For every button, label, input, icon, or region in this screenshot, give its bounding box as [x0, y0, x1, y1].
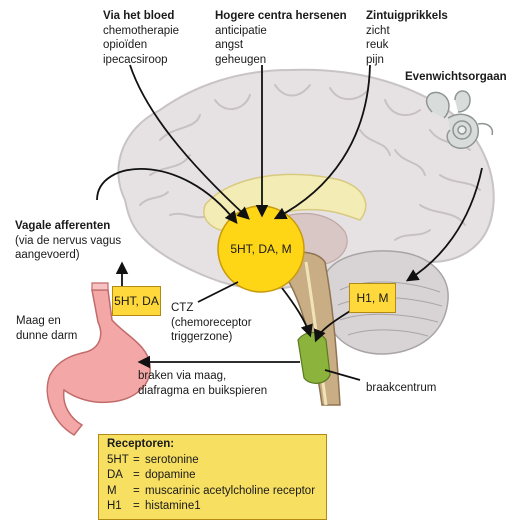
- label-heading: Evenwichtsorgaan: [405, 71, 507, 83]
- legend-row: DA=dopamine: [107, 468, 318, 484]
- label-ctz: CTZ (chemoreceptor triggerzone): [171, 301, 252, 345]
- label-heading: Via het bloed: [103, 10, 175, 22]
- label-line: aangevoerd): [15, 249, 80, 261]
- label-hogere-centra: Hogere centra hersenen anticipatie angst…: [215, 9, 347, 67]
- legend-row: M=muscarinic acetylcholine receptor: [107, 484, 318, 500]
- legend-key: M: [107, 484, 117, 497]
- label-line: pijn: [366, 53, 384, 66]
- ctz-receptors-text: 5HT, DA, M: [230, 242, 292, 256]
- label-line: (via de nervus vagus: [15, 234, 122, 247]
- esophagus-end: [91, 282, 109, 291]
- label-braakcentrum: braakcentrum: [366, 382, 437, 394]
- label-line: chemotherapie: [103, 24, 180, 37]
- vomiting-center: [297, 331, 331, 384]
- legend-row: H1=histamine1: [107, 499, 318, 515]
- label-line: CTZ: [171, 302, 194, 314]
- legend-value: dopamine: [145, 469, 196, 481]
- vestibular-organ-illustration: [425, 90, 494, 149]
- label-maag-darm: Maag en dunne darm: [16, 314, 77, 343]
- arrow-blood-to-ctz: [129, 64, 250, 220]
- label-line: triggerzone): [171, 331, 233, 343]
- legend-title: Receptoren:: [107, 438, 175, 450]
- label-zintuigprikkels: Zintuigprikkels zicht reuk pijn: [366, 9, 448, 67]
- label-line: dunne darm: [16, 329, 78, 342]
- legend-value: histamine1: [145, 500, 201, 512]
- label-line: (chemoreceptor: [171, 316, 252, 329]
- legend-value: serotonine: [145, 453, 199, 466]
- arrow-vagal-to-ctz: [96, 167, 238, 224]
- label-line: opioïden: [103, 39, 148, 51]
- vestibular-receptors-text: H1, M: [356, 291, 389, 305]
- vagal-receptor-box: 5HT, DA: [112, 286, 161, 316]
- label-heading: Vagale afferenten: [15, 220, 111, 232]
- legend-key: DA: [107, 469, 123, 481]
- legend-key: H1: [107, 500, 122, 512]
- arrow-vestibular-to-box: [405, 167, 483, 282]
- label-line: angst: [215, 39, 244, 51]
- legend-value: muscarinic acetylcholine receptor: [145, 484, 316, 497]
- cerebellum-folia: [337, 281, 443, 337]
- label-line: reuk: [366, 39, 389, 51]
- label-line: diafragma en buikspieren: [138, 384, 268, 397]
- label-line: ipecacsiroop: [103, 53, 168, 66]
- label-line: braken via maag,: [138, 370, 227, 382]
- label-line: anticipatie: [215, 24, 267, 37]
- pointer-vomit-center-label: [324, 369, 361, 381]
- label-line: Maag en: [16, 315, 61, 327]
- arrow-senses-to-ctz: [273, 64, 371, 220]
- pointer-ctz-label: [197, 281, 239, 303]
- label-heading: Hogere centra hersenen: [215, 10, 347, 22]
- receptor-legend: Receptoren: 5HT=serotonine DA=dopamine M…: [98, 434, 327, 520]
- arrows: [96, 64, 483, 381]
- vestibular-receptor-box: H1, M: [349, 283, 396, 313]
- label-heading: Zintuigprikkels: [366, 10, 448, 22]
- label-via-het-bloed: Via het bloed chemotherapie opioïden ipe…: [103, 9, 179, 67]
- vagal-receptors-text: 5HT, DA: [114, 294, 159, 308]
- label-evenwichtsorgaan: Evenwichtsorgaan: [405, 70, 507, 85]
- legend-key: 5HT: [107, 453, 129, 466]
- label-line: zicht: [366, 24, 390, 37]
- legend-row: 5HT=serotonine: [107, 453, 318, 469]
- label-vagale-afferenten: Vagale afferenten (via de nervus vagus a…: [15, 219, 121, 263]
- label-line: geheugen: [215, 53, 267, 66]
- label-braken-route: braken via maag, diafragma en buikspiere…: [138, 369, 267, 398]
- spinal-canal: [304, 261, 328, 406]
- brain-gyri: [139, 84, 481, 241]
- arrow-ctz-to-vomit-center: [281, 287, 313, 338]
